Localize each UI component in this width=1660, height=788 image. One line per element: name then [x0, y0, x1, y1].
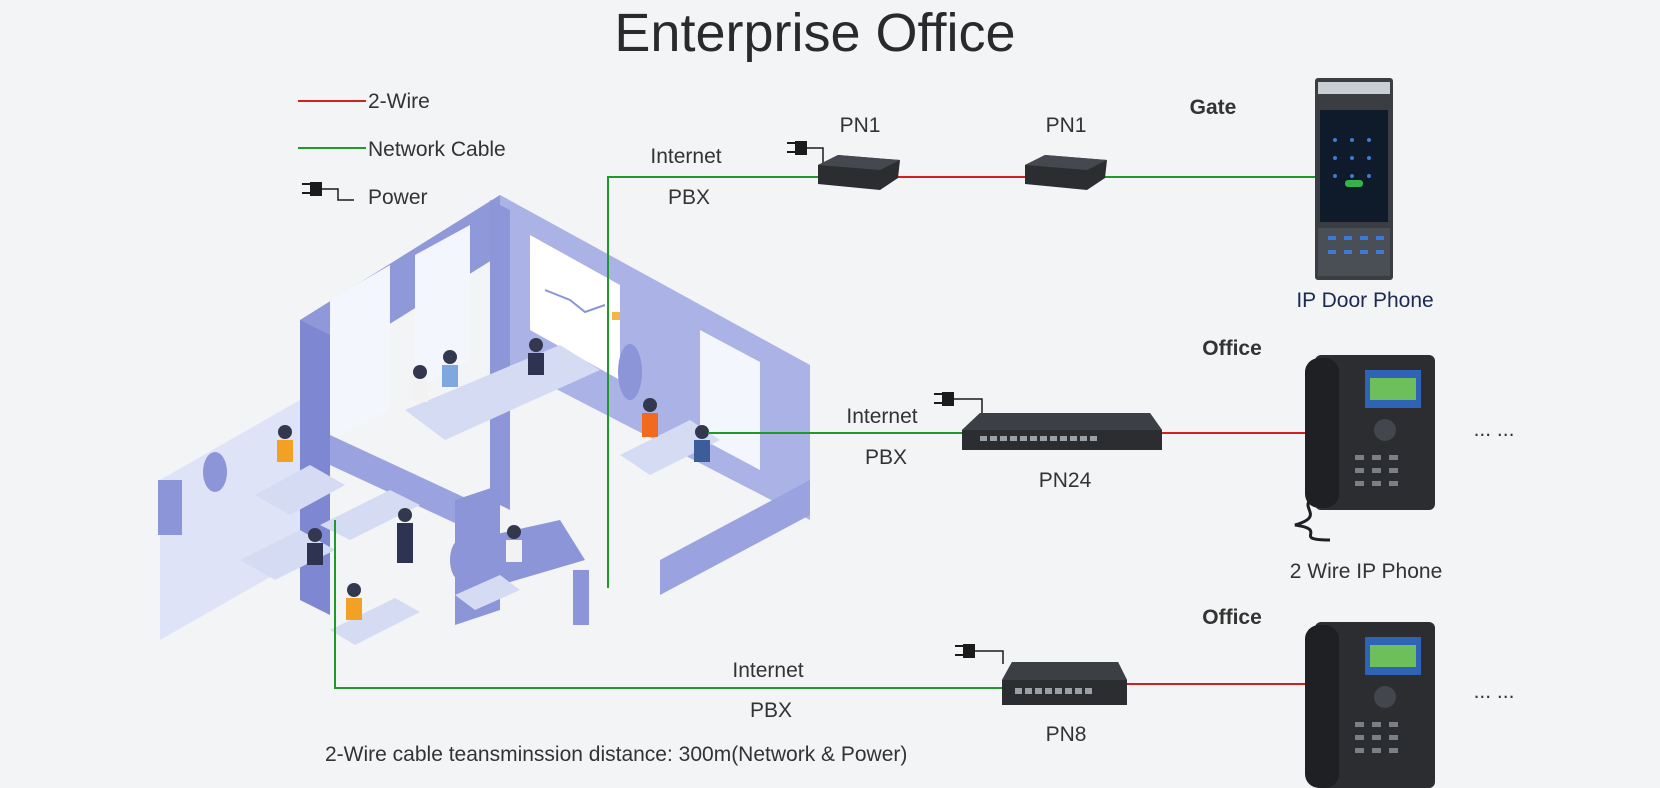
pn8-label: PN8	[1045, 723, 1087, 746]
office2-label: Office	[1202, 606, 1262, 629]
middle-internet-label: Internet	[846, 405, 918, 428]
ellipsis-1: ... ...	[1473, 418, 1515, 441]
gate-label: Gate	[1189, 96, 1237, 119]
door-phone-caption: IP Door Phone	[1296, 289, 1434, 312]
footnote: 2-Wire cable teansminssion distance: 300…	[325, 743, 908, 766]
page-title: Enterprise Office	[614, 3, 1016, 63]
pn1-converter	[1025, 155, 1107, 190]
ip-phone	[1294, 355, 1435, 542]
network-cable-bottom	[334, 520, 1002, 689]
top-pbx-label: PBX	[667, 186, 711, 209]
middle-pbx-label: PBX	[864, 446, 908, 469]
pn24-label: PN24	[1038, 469, 1092, 492]
ip-phone	[1305, 622, 1435, 788]
office-illustration	[158, 195, 810, 645]
pn1-converter	[818, 155, 900, 190]
pn8-switch	[1002, 662, 1127, 705]
power-plug-icon	[934, 392, 983, 416]
legend-network-cable-label: Network Cable	[368, 138, 506, 161]
ellipsis-2: ... ...	[1473, 680, 1515, 703]
power-plug-icon	[955, 644, 1004, 664]
office1-label: Office	[1202, 337, 1262, 360]
legend-two-wire-label: 2-Wire	[368, 90, 430, 113]
ip-phone-caption: 2 Wire IP Phone	[1289, 560, 1443, 583]
bottom-pbx-label: PBX	[749, 699, 793, 722]
ip-door-phone	[1315, 78, 1393, 280]
network-cable-top	[607, 176, 818, 588]
legend-power-label: Power	[368, 186, 428, 209]
pn1-right-label: PN1	[1045, 114, 1087, 137]
power-plug-icon	[302, 182, 354, 201]
power-plug-icon	[787, 141, 824, 165]
pn1-left-label: PN1	[839, 114, 881, 137]
pn24-switch	[962, 413, 1162, 450]
bottom-internet-label: Internet	[732, 659, 804, 682]
top-internet-label: Internet	[650, 145, 722, 168]
